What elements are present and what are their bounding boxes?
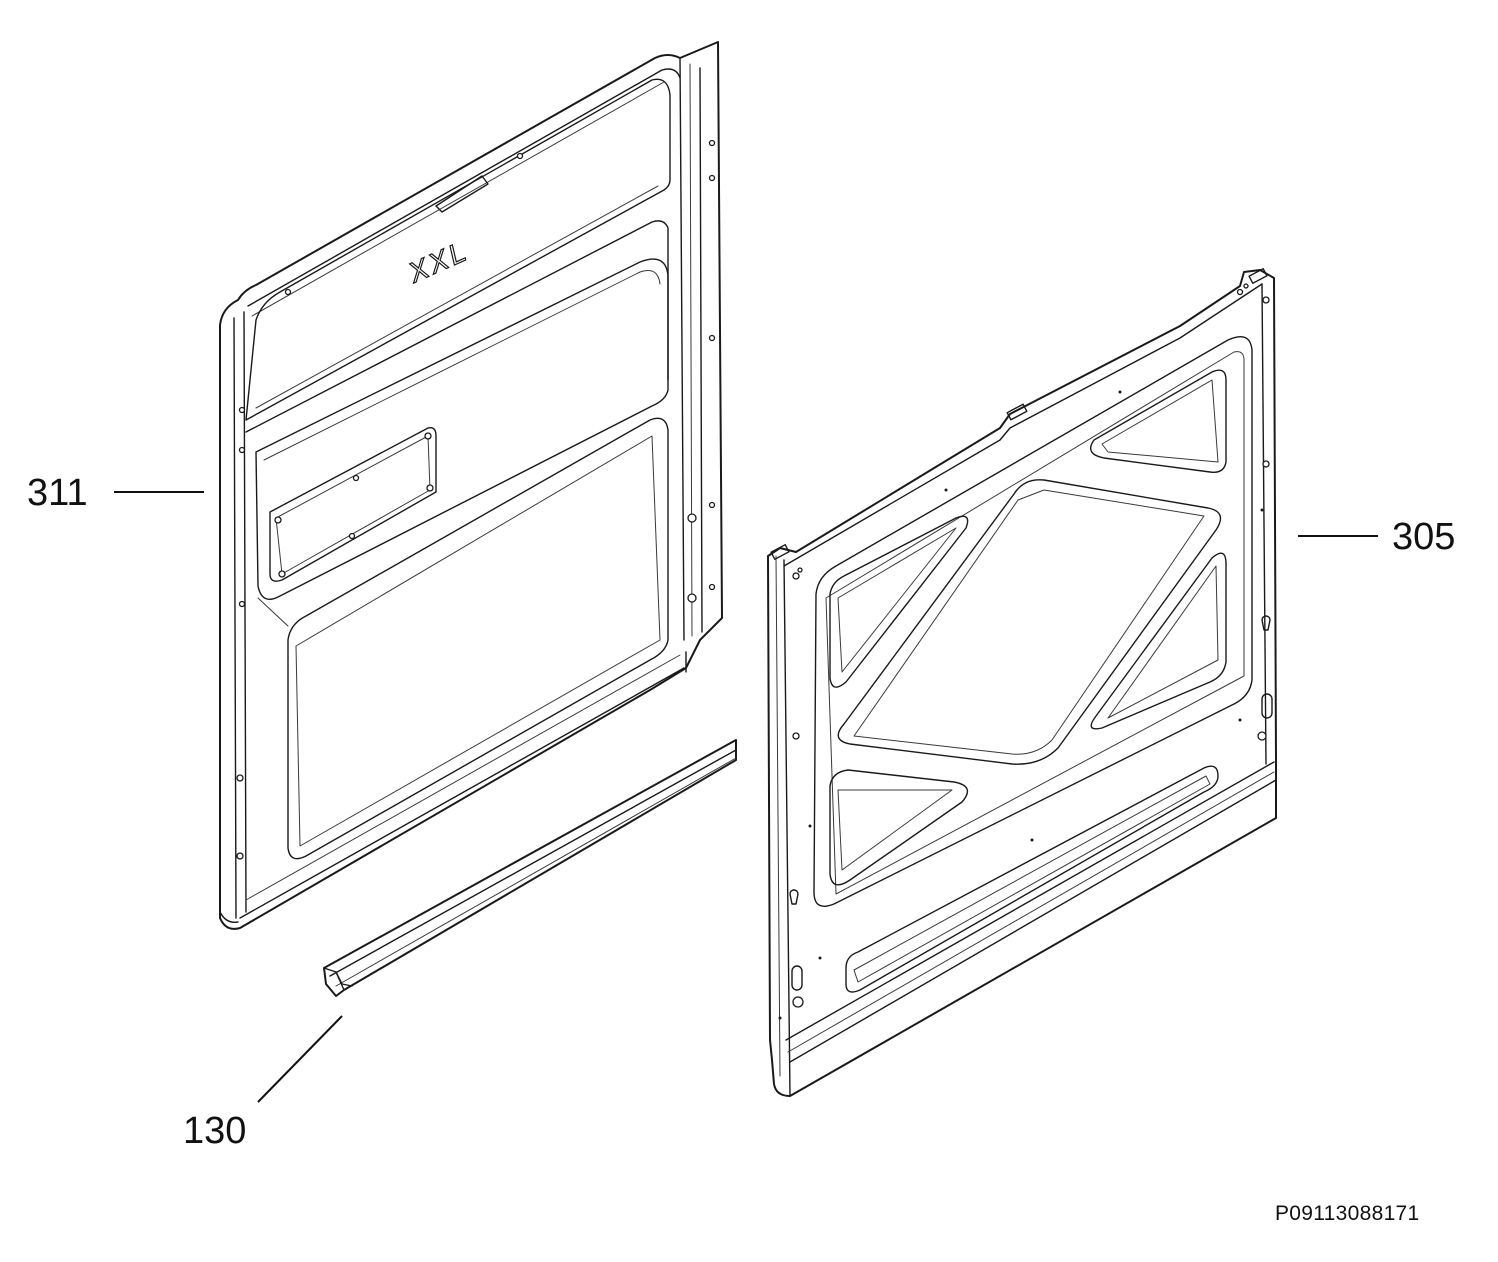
outer-door-panel-305 (767, 268, 1277, 1097)
drawing-reference-number: P09113088171 (1275, 1202, 1420, 1225)
door-strip-130 (323, 739, 737, 997)
inner-door-panel-311: XXL (219, 41, 723, 930)
part-label-311: 311 (27, 472, 88, 514)
part-label-305: 305 (1392, 516, 1456, 558)
leader-line-130 (257, 1015, 343, 1103)
part-label-130: 130 (183, 1110, 247, 1152)
